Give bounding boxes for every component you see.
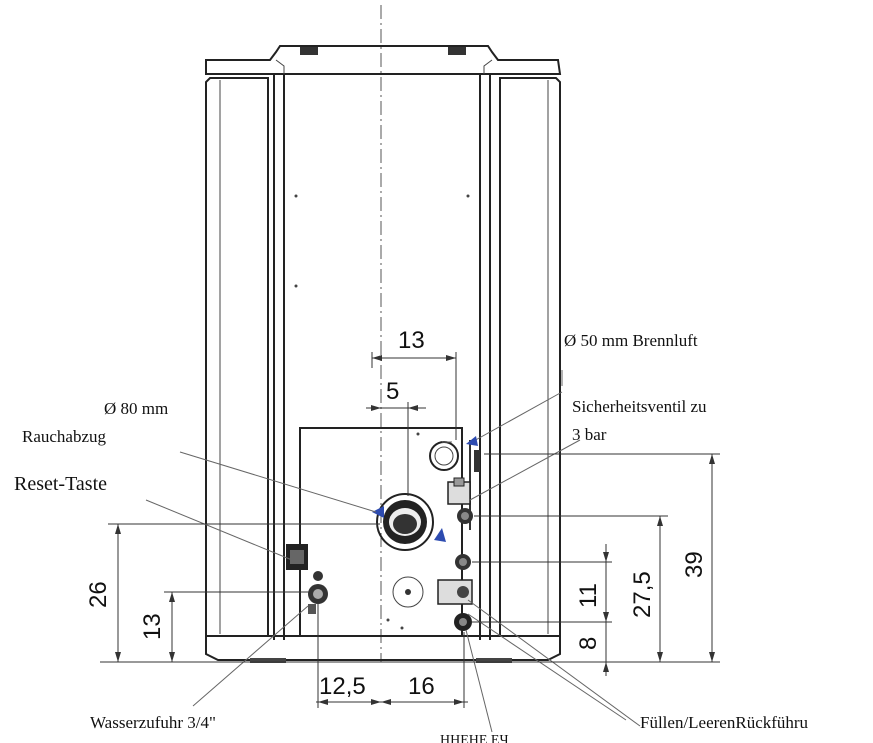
label-flue-diameter: Ø 80 mm xyxy=(104,399,168,418)
dim-label-13-top: 13 xyxy=(398,327,425,354)
label-flue: Rauchabzug xyxy=(22,427,107,446)
label-bottom-fragment: ННЕНЕ ЕЧ xyxy=(440,733,509,743)
dim-5-horizontal xyxy=(366,402,426,496)
safety-valve xyxy=(447,477,473,524)
dim-label-27-5: 27,5 xyxy=(629,571,656,618)
dim-11-vertical xyxy=(603,544,609,622)
dim-26-vertical xyxy=(115,524,121,662)
label-safety-valve-2: 3 bar xyxy=(572,425,607,444)
label-reset-button: Reset-Taste xyxy=(14,473,107,495)
dim-39-vertical xyxy=(709,454,715,662)
dim-label-5: 5 xyxy=(386,378,399,405)
central-body xyxy=(273,74,491,640)
dim-13-horizontal xyxy=(371,352,457,440)
base xyxy=(205,635,561,663)
label-fill-drain-return: Füllen/LeerenRückführu xyxy=(640,713,809,732)
return-fittings xyxy=(437,554,473,631)
dim-13-vertical xyxy=(169,592,175,662)
reference-lines xyxy=(100,453,720,663)
plate-opening xyxy=(392,576,424,608)
flue-outlet xyxy=(372,493,446,551)
dim-label-13-left: 13 xyxy=(139,613,166,640)
right-side-panel xyxy=(499,77,561,637)
dim-label-8: 8 xyxy=(575,637,602,650)
dim-27-5-vertical xyxy=(657,516,663,662)
reset-button xyxy=(286,544,323,581)
dim-bottom-horizontal xyxy=(316,604,468,708)
dim-label-16: 16 xyxy=(408,673,435,700)
top-cap xyxy=(205,45,562,75)
left-side-panel xyxy=(205,77,269,637)
dim-label-26: 26 xyxy=(85,581,112,608)
label-safety-valve-1: Sicherheitsventil zu xyxy=(572,397,707,416)
leader-lines xyxy=(145,370,641,733)
dim-label-11: 11 xyxy=(575,583,602,608)
dim-label-39: 39 xyxy=(681,551,708,578)
dim-8-vertical xyxy=(603,622,609,676)
water-inlet xyxy=(308,584,328,614)
label-combustion-air: Ø 50 mm Brennluft xyxy=(564,331,698,350)
dim-label-12-5: 12,5 xyxy=(319,673,366,700)
label-water-inlet: Wasserzufuhr 3/4" xyxy=(90,713,216,732)
rear-connection-plate xyxy=(299,427,463,637)
